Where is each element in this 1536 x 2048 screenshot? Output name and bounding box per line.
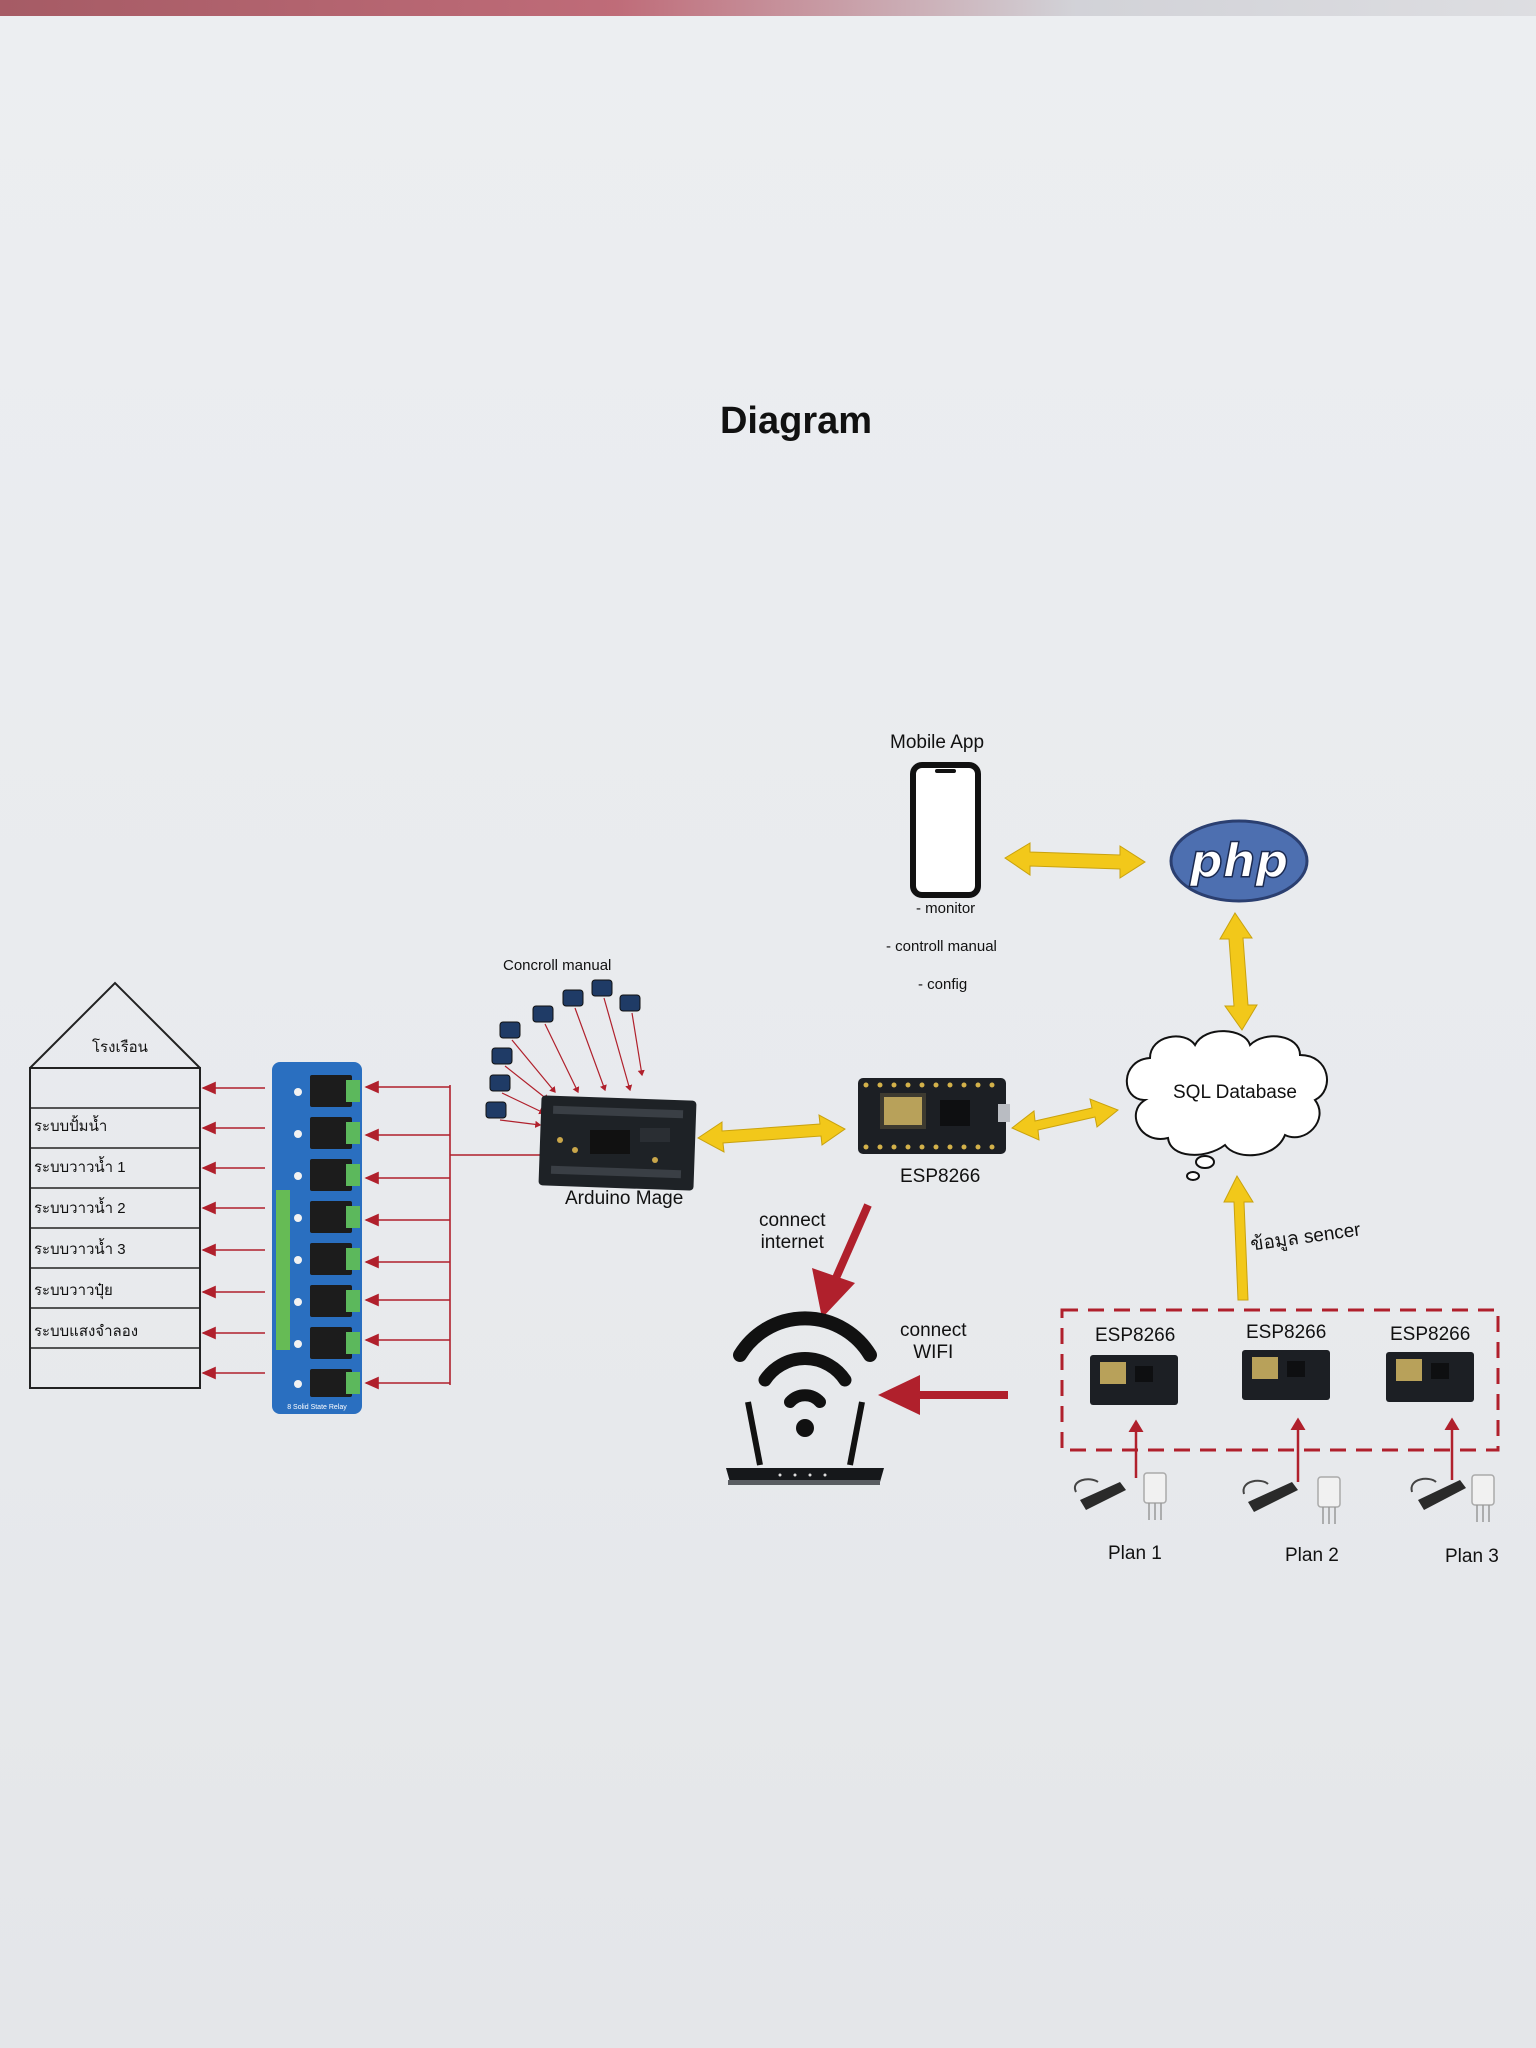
yellow-arrows [697, 842, 1258, 1301]
greenhouse-row-fertilizer: ระบบวาวปุ๋ย [34, 1282, 113, 1299]
manual-buttons [485, 979, 645, 1128]
relay-board-label: 8 Solid State Relay [287, 1404, 347, 1411]
esp8266-main-board [858, 1078, 1010, 1154]
esp8266-node-boards [1090, 1350, 1474, 1405]
connect-wifi-line1: connect [900, 1320, 967, 1341]
greenhouse-row-valve-3: ระบบวาวน้ำ 3 [34, 1241, 126, 1258]
greenhouse-row-pump: ระบบปั้มน้ำ [34, 1118, 108, 1135]
greenhouse-row-valve-2: ระบบวาวน้ำ 2 [34, 1200, 126, 1217]
wifi-router-icon [726, 1311, 884, 1485]
red-arrow-wifi [878, 1375, 1008, 1415]
mobile-feature-config: - config [918, 976, 968, 993]
page-title: Diagram [719, 400, 873, 442]
connect-wifi-line2: WIFI [913, 1342, 954, 1363]
esp8266-main-label: ESP8266 [900, 1166, 981, 1187]
manual-buttons-label: Concroll manual [503, 957, 612, 974]
php-logo: php [1169, 819, 1309, 903]
greenhouse-diagram [29, 981, 201, 1389]
connect-wifi-label: connect WIFI [900, 1320, 967, 1364]
plan-1-label: Plan 1 [1108, 1543, 1162, 1564]
node-3-esp-label: ESP8266 [1390, 1324, 1471, 1345]
relay-board: 8 Solid State Relay [272, 1062, 362, 1414]
sql-database-cloud [1125, 1030, 1328, 1181]
sql-database-label: SQL Database [1173, 1082, 1297, 1103]
soil-and-dht-sensors [1073, 1472, 1495, 1524]
plan-2-label: Plan 2 [1285, 1545, 1339, 1566]
greenhouse-roof [29, 981, 201, 1069]
mobile-phone-icon [910, 762, 981, 898]
greenhouse-roof-label: โรงเรือน [92, 1039, 148, 1056]
relay-board-pcb [272, 1062, 362, 1414]
arduino-to-relay-arrows [449, 1085, 540, 1385]
greenhouse-row-light: ระบบแสงจำลอง [34, 1323, 139, 1340]
sensor-nodes-group [1060, 1308, 1500, 1452]
relay-to-greenhouse-arrows [201, 1081, 265, 1380]
sensor-to-node-arrows [1128, 1417, 1460, 1482]
mobile-app-label: Mobile App [890, 732, 985, 753]
bus-to-relay-arrows [364, 1080, 450, 1390]
arduino-label: Arduino Mage [565, 1188, 684, 1209]
red-arrow-to-router [812, 1203, 872, 1318]
connect-internet-line1: connect [759, 1210, 826, 1231]
php-logo-text: php [1189, 834, 1289, 888]
arduino-mega-board [538, 1095, 697, 1191]
node-1-esp-label: ESP8266 [1095, 1325, 1176, 1346]
node-2-esp-label: ESP8266 [1246, 1322, 1327, 1343]
connect-internet-line2: internet [760, 1232, 824, 1253]
mobile-feature-manual: - controll manual [886, 938, 997, 955]
plan-3-label: Plan 3 [1445, 1546, 1499, 1567]
mobile-feature-monitor: - monitor [916, 900, 976, 917]
greenhouse-row-valve-1: ระบบวาวน้ำ 1 [34, 1159, 126, 1176]
connect-internet-label: connect internet [759, 1210, 826, 1254]
top-edge-strip [0, 0, 1536, 16]
